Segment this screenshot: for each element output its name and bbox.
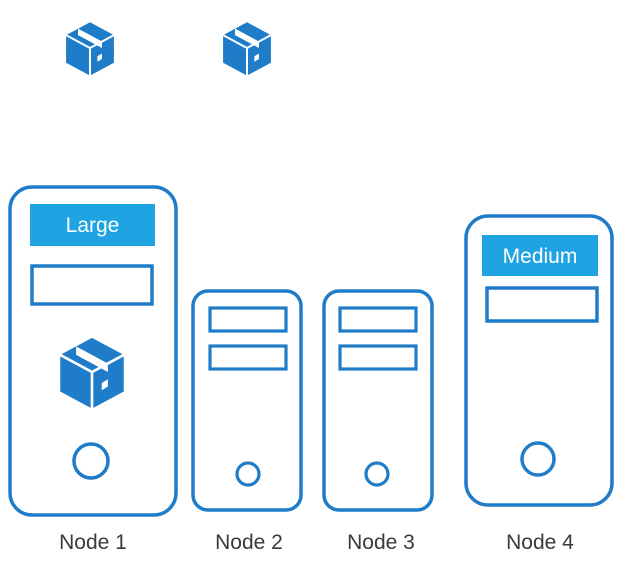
power-button [72, 442, 110, 480]
package-icon [222, 21, 272, 77]
power-button [364, 461, 390, 487]
drive-slot [30, 264, 154, 306]
node-1: Large Node 1 [8, 185, 178, 554]
package-icon [65, 21, 115, 77]
node-label: Node 3 [347, 531, 415, 554]
size-label-badge [482, 235, 598, 276]
node-label: Node 2 [215, 531, 283, 554]
node-label: Node 4 [506, 531, 574, 554]
power-button [520, 441, 556, 477]
node-2: Node 2 [191, 289, 303, 554]
node-label: Node 1 [59, 531, 127, 554]
drive-slot [338, 344, 418, 371]
drive-slot [208, 306, 288, 333]
pending-pod-1 [65, 21, 115, 77]
drive-slot [208, 344, 288, 371]
drive-slot [485, 286, 599, 323]
size-label-large: Large [66, 214, 120, 237]
node-4: Medium Node 4 [464, 214, 614, 554]
pending-pod-2 [222, 21, 272, 77]
node-3: Node 3 [322, 289, 434, 554]
size-label-badge [30, 204, 155, 246]
drive-slot [338, 306, 418, 333]
power-button [235, 461, 261, 487]
size-label-medium: Medium [503, 245, 578, 268]
